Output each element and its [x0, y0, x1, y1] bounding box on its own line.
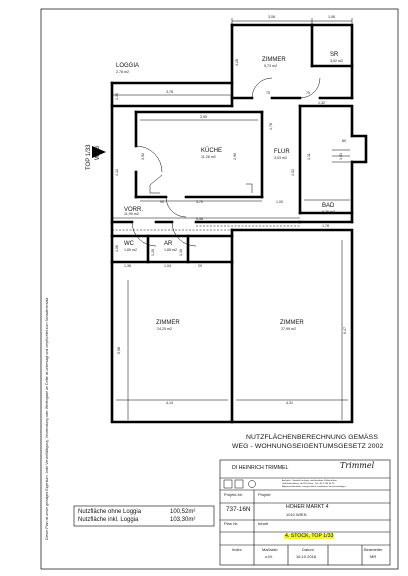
project-label: Projekt	[258, 492, 271, 497]
room-name-flur: FLUR	[274, 149, 290, 155]
drawn-by-value: MR	[370, 554, 377, 559]
thin-lines	[112, 18, 353, 420]
drawn-by-label: Bearbeiter	[364, 547, 383, 552]
unit-abbr-label: WEG	[95, 145, 101, 160]
plan-no-label: Plan Nr.	[224, 521, 239, 526]
dim-label: 75	[306, 91, 310, 95]
dim-label: 3,78	[166, 90, 173, 94]
dim-label: 1,01	[339, 153, 343, 160]
unit-top-label: TOP 1/33	[86, 144, 92, 170]
area-without-loggia-value: 100,52m²	[170, 509, 196, 515]
dim-label: 3,92	[141, 153, 145, 160]
dim-label: 1,10	[179, 249, 183, 256]
dim-label: 4,31	[286, 401, 293, 405]
date-value: 16.10.2018	[296, 554, 317, 559]
room-name-zimmer-left: ZIMMER	[156, 320, 180, 326]
room-area-kueche: 11,26 m2	[201, 155, 216, 159]
date-label: Datum	[302, 547, 314, 552]
project-city: 1010 WIEN	[286, 512, 307, 517]
index-label: Index	[232, 547, 242, 552]
dim-label: 75	[266, 91, 270, 95]
plan-title-line1: NUTZFLÄCHENBERECHNUNG GEMÄSS	[246, 434, 378, 441]
opening-lines	[112, 225, 300, 231]
wall-outlines	[110, 23, 368, 424]
dim-label: 5,98	[117, 347, 121, 354]
dim-label: 3,90	[200, 115, 207, 119]
room-area-bad: 6,76 m2	[322, 210, 335, 214]
dim-label: 6,58	[196, 217, 203, 221]
room-area-zimmer-left: 24,25 m2	[157, 327, 172, 331]
dim-label: 4,14	[166, 401, 173, 405]
room-area-flur: 3,03 m2	[274, 156, 287, 160]
project-no-value: 737-16N	[226, 506, 251, 513]
dim-label: 1,04	[164, 264, 171, 268]
room-area-sr: 3,02 m2	[330, 59, 343, 63]
titleblock-lines	[219, 459, 391, 566]
room-area-vorr: 11,99 m2	[124, 212, 139, 216]
architect-name: DI HEINRICH TRIMMEL	[232, 465, 289, 471]
room-area-loggia: 2,78 m2	[116, 70, 129, 74]
dim-label: 6,47	[343, 327, 347, 334]
plan-title-line2: WEG - WOHNUNGSEIGENTUMSGESETZ 2002	[232, 443, 384, 450]
room-name-zimmer-top: ZIMMER	[262, 57, 286, 63]
dim-label: 1,11	[307, 153, 311, 160]
dim-label: 2,90	[233, 153, 237, 160]
area-without-loggia-label: Nutzfläche ohne Loggia	[78, 509, 142, 515]
office-line-3: Allgemein beeideter und gerichtlich zert…	[282, 486, 346, 488]
dim-label: 90	[160, 200, 164, 204]
dim-label: 1,32	[318, 101, 325, 105]
room-name-sr: SR	[330, 52, 339, 58]
dim-label: 1,36	[124, 264, 131, 268]
dim-label: 1,78	[269, 123, 273, 130]
room-area-ar: 1,65 m2	[164, 248, 177, 252]
scale-value: o.M.	[265, 554, 273, 559]
room-name-ar: AR	[164, 241, 173, 247]
room-name-vorr: VORR.	[124, 207, 144, 213]
dim-label: 20	[198, 264, 202, 268]
dim-label: 1,20	[151, 249, 155, 256]
area-with-loggia-label: Nutzfläche inkl. Loggia	[78, 517, 139, 523]
dim-label: 3,70	[196, 200, 203, 204]
copyright-note: Dieser Plan ist unser geistiges Eigentum…	[45, 297, 49, 540]
office-line-2: Großfeldsiedlung · A-1210 Wien · Tel +43…	[282, 483, 335, 485]
project-no-label: Projekt-Nr.	[224, 492, 243, 497]
dim-label: 80	[342, 139, 346, 143]
scale-label: Maßstab	[262, 547, 278, 552]
area-summary-box	[73, 505, 215, 527]
project-name: HOHER MARKT 4	[286, 504, 329, 510]
dim-label: 4,12	[115, 169, 119, 176]
room-name-bad: BAD	[322, 203, 335, 209]
room-name-zimmer-right: ZIMMER	[280, 320, 304, 326]
room-area-zimmer-right: 27,99 m2	[281, 327, 296, 331]
room-name-kueche: KÜCHE	[201, 148, 223, 154]
dim-label: 1,00	[276, 200, 283, 204]
area-with-loggia-value: 103,30m²	[170, 517, 196, 523]
dim-label: 3,28	[235, 59, 239, 66]
office-line-1: Architekt · Staatlich befugter und beeid…	[282, 480, 337, 482]
architect-signature: Trimmel	[340, 461, 375, 470]
dim-label: 1,78	[322, 224, 329, 228]
room-area-zimmer-top: 9,73 m2	[264, 64, 277, 68]
content-label: Inhalt	[258, 521, 268, 526]
office-logo-icon	[223, 479, 256, 489]
dim-label: 4,52	[291, 169, 295, 176]
dim-label: 1,06	[328, 15, 335, 19]
room-area-wc: 1,60 m2	[124, 248, 137, 252]
dim-label: 3,08	[268, 15, 275, 19]
dim-label: 1,35	[115, 93, 119, 100]
dim-label: 1,06	[115, 245, 119, 252]
room-name-wc: WC	[124, 241, 134, 247]
entrance-arrow-icon	[92, 146, 106, 158]
room-name-loggia: LOGGIA	[116, 63, 140, 69]
content-value: 4. STOCK, TOP 1/33	[284, 533, 335, 540]
